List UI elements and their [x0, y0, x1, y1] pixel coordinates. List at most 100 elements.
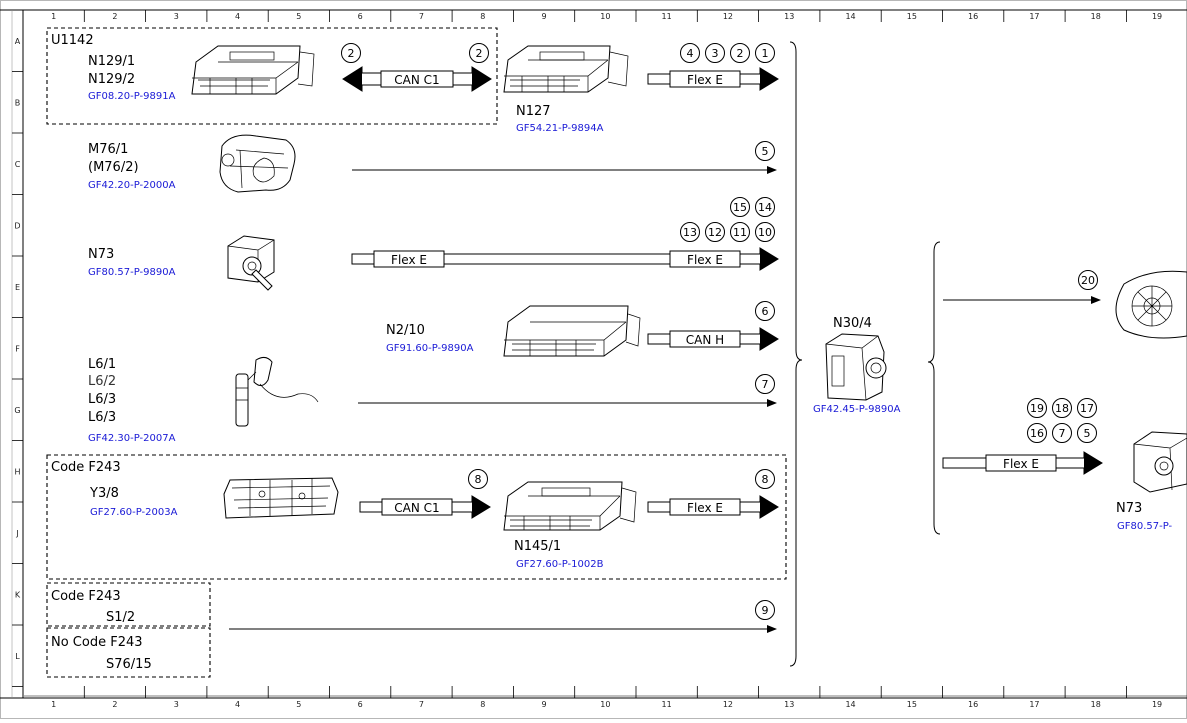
- m76-2-label: (M76/2): [88, 160, 139, 175]
- signal-circle: 14: [755, 197, 775, 217]
- code-f243-top-label: Code F243: [51, 460, 121, 475]
- n127-ref: GF54.21-P-9894A: [516, 123, 604, 134]
- signal-circle: 20: [1078, 270, 1098, 290]
- column-number: 9: [542, 12, 547, 21]
- row-letter: L: [15, 652, 20, 661]
- svg-text:12: 12: [708, 226, 722, 239]
- n73-right-label: N73: [1116, 501, 1142, 516]
- braces: [789, 41, 941, 667]
- code-f243-top-box: [46, 454, 787, 580]
- svg-text:7: 7: [762, 378, 769, 391]
- column-number: 15: [907, 12, 917, 21]
- n73-right-lock-icon: [1133, 431, 1187, 493]
- code-f243-bottom-label: Code F243: [51, 589, 121, 604]
- svg-text:11: 11: [733, 226, 747, 239]
- n127-label: N127: [516, 104, 551, 119]
- column-number: 17: [1029, 12, 1039, 21]
- svg-text:19: 19: [1030, 402, 1044, 415]
- svg-text:8: 8: [475, 473, 482, 486]
- row-letter: A: [15, 37, 21, 46]
- column-number: 18: [1091, 700, 1101, 709]
- column-number: 3: [174, 700, 179, 709]
- column-number: 8: [480, 12, 485, 21]
- can-c1-h-label: CAN C1: [394, 501, 439, 515]
- column-number: 2: [112, 700, 117, 709]
- row-letter: H: [14, 467, 20, 476]
- l6-2-label: L6/2: [88, 374, 116, 389]
- column-number: 6: [358, 12, 363, 21]
- signal-circle: 2: [730, 43, 750, 63]
- y3-8-labels: Y3/8 GF27.60-P-2003A: [89, 486, 178, 518]
- row-letter: D: [14, 221, 20, 230]
- column-number: 6: [358, 700, 363, 709]
- svg-text:15: 15: [733, 201, 747, 214]
- svg-text:1: 1: [762, 47, 769, 60]
- column-number: 10: [600, 700, 610, 709]
- svg-text:14: 14: [758, 201, 772, 214]
- column-number: 11: [662, 12, 672, 21]
- signal-circle: 2: [341, 43, 361, 63]
- l6-3-label: L6/3: [88, 392, 116, 407]
- svg-text:4: 4: [687, 47, 694, 60]
- s1-2-label: S1/2: [106, 610, 135, 625]
- n73-right-ref: GF80.57-P-: [1117, 521, 1173, 532]
- signal-circle: 12: [705, 222, 725, 242]
- m76-actuator-icon: [219, 134, 296, 193]
- signal-circle: 6: [755, 301, 775, 321]
- svg-text:5: 5: [762, 145, 769, 158]
- signal-circle: 18: [1052, 398, 1072, 418]
- svg-text:6: 6: [762, 305, 769, 318]
- y3-8-ref: GF27.60-P-2003A: [90, 507, 178, 518]
- column-number: 4: [235, 12, 240, 21]
- l6-3b-label: L6/3: [88, 410, 116, 425]
- l6-labels: L6/1 L6/2 L6/3 L6/3 GF42.30-P-2007A: [88, 357, 176, 444]
- n129-labels: N129/1 N129/2 GF08.20-P-9891A: [88, 54, 176, 102]
- s76-15-label: S76/15: [106, 657, 152, 672]
- signal-circle: 5: [755, 141, 775, 161]
- svg-text:2: 2: [348, 47, 355, 60]
- y3-8-valve-body-icon: [223, 477, 339, 519]
- svg-text:17: 17: [1080, 402, 1094, 415]
- signal-circle: 19: [1027, 398, 1047, 418]
- row-letter: E: [15, 283, 20, 292]
- column-number: 16: [968, 12, 978, 21]
- group-code-f243-top: Code F243: [46, 454, 787, 580]
- column-number: 19: [1152, 700, 1162, 709]
- m76-labels: M76/1 (M76/2) GF42.20-P-2000A: [88, 142, 176, 191]
- n145-labels: N145/1 GF27.60-P-1002B: [514, 539, 604, 570]
- svg-text:8: 8: [762, 473, 769, 486]
- group-u1142: U1142: [46, 27, 498, 125]
- n145-module-icon: [503, 481, 637, 531]
- column-number: 16: [968, 700, 978, 709]
- l6-sensor-icon: [235, 356, 319, 427]
- column-number: 13: [784, 700, 794, 709]
- u1142-label: U1142: [51, 33, 94, 48]
- row-letter: C: [15, 160, 21, 169]
- code-f243-bottom-box: [46, 582, 211, 627]
- n73-left-labels: N73 GF80.57-P-9890A: [88, 247, 176, 278]
- m76-1-label: M76/1: [88, 142, 128, 157]
- column-number: 12: [723, 12, 733, 21]
- flex-e-a-label: Flex E: [687, 73, 723, 87]
- no-code-f243-box: [46, 627, 211, 678]
- column-number: 10: [600, 12, 610, 21]
- signal-circles: 2 2 4 3 2 1 5 15 14 13 12 11 10 6 7 8 8 …: [341, 43, 1098, 620]
- signal-circle: 8: [755, 469, 775, 489]
- column-number: 7: [419, 700, 424, 709]
- n30-4-control-unit-icon: [825, 333, 887, 401]
- right-drive-unit-icon: [1115, 270, 1187, 339]
- bus-lines: CAN C1 Flex E Flex E Flex E CAN H CAN C1…: [229, 66, 1103, 633]
- svg-text:18: 18: [1055, 402, 1069, 415]
- column-number: 4: [235, 700, 240, 709]
- row-letter: J: [15, 529, 18, 538]
- column-number: 1: [51, 12, 56, 21]
- column-number: 15: [907, 700, 917, 709]
- n2-10-ref: GF91.60-P-9890A: [386, 343, 474, 354]
- column-number: 14: [845, 700, 855, 709]
- signal-circle: 15: [730, 197, 750, 217]
- n129-ref: GF08.20-P-9891A: [88, 91, 176, 102]
- flex-e-d-right-label: Flex E: [687, 253, 723, 267]
- n73-lock-icon: [227, 235, 275, 291]
- n2-10-label: N2/10: [386, 323, 425, 338]
